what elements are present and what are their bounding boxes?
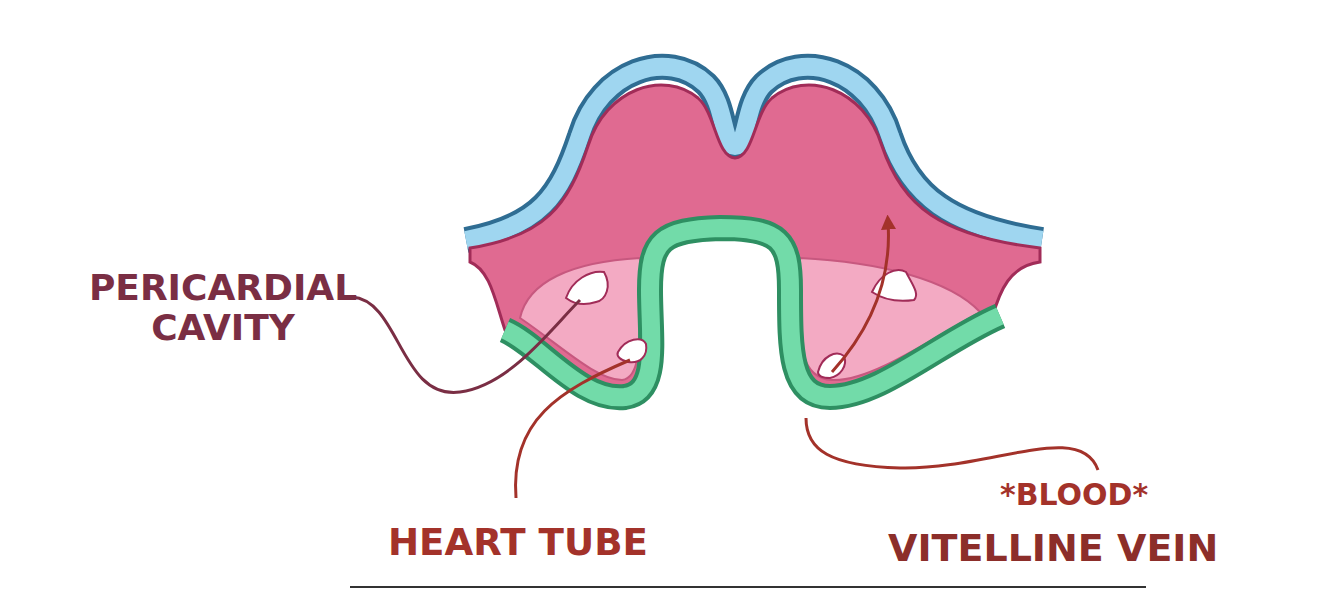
endoderm-layer xyxy=(505,228,1000,397)
heart-tube-lumen xyxy=(818,354,845,378)
leader-line xyxy=(516,360,630,498)
frame-edge xyxy=(350,586,1146,588)
endoderm-outline xyxy=(505,228,1000,397)
part-label: VITELLINE VEIN xyxy=(888,528,1218,570)
part-label: HEART TUBE xyxy=(388,522,648,563)
part-label: *BLOOD* xyxy=(1000,478,1148,511)
heart-tube-lumen xyxy=(617,339,646,362)
leader-line xyxy=(352,297,580,392)
leader-line xyxy=(806,418,1098,470)
pericardial-cavity-space xyxy=(566,272,608,304)
blood-flow-arrow xyxy=(832,222,888,372)
part-label: PERICARDIAL CAVITY xyxy=(78,268,368,347)
splanchnic-region xyxy=(800,258,980,380)
